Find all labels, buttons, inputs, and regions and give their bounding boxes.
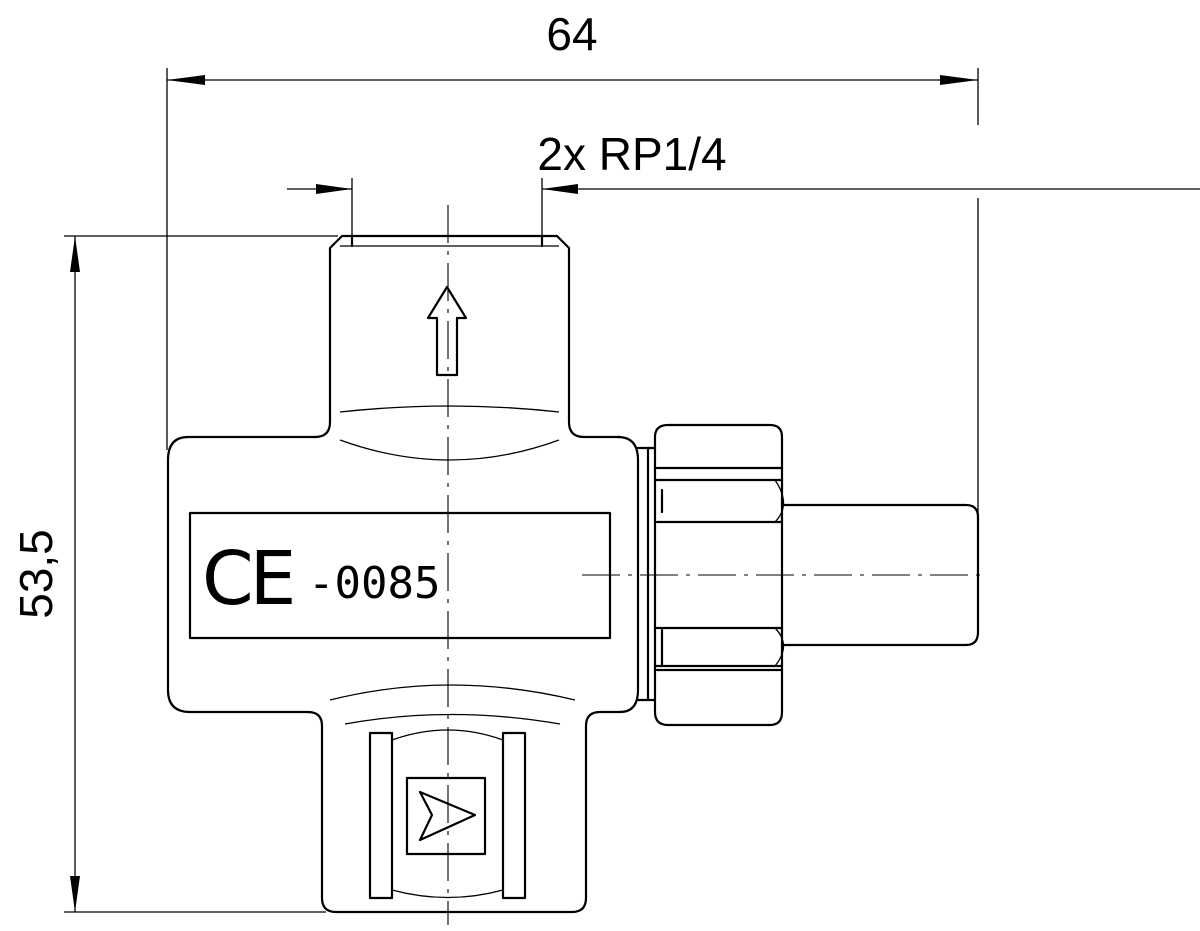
- top-outlet: [186, 234, 622, 461]
- up-arrow-icon: [426, 285, 468, 377]
- height-dimension-label: 53,5: [10, 529, 62, 619]
- valve-logo-icon: [405, 776, 487, 856]
- width-dimension-label: 64: [546, 8, 597, 60]
- label-plate: CE -0085: [188, 511, 612, 640]
- center-lines: [447, 205, 985, 925]
- width-dimension: 64: [166, 8, 979, 515]
- notified-body-number: -0085: [308, 558, 440, 609]
- valve-body: [166, 435, 657, 914]
- thread-dimension-label: 2x RP1/4: [537, 128, 726, 180]
- height-dimension: 53,5: [10, 235, 338, 913]
- ce-mark: CE: [202, 536, 293, 622]
- thread-dimension: 2x RP1/4: [287, 128, 1200, 236]
- bottom-inlet: [368, 729, 527, 900]
